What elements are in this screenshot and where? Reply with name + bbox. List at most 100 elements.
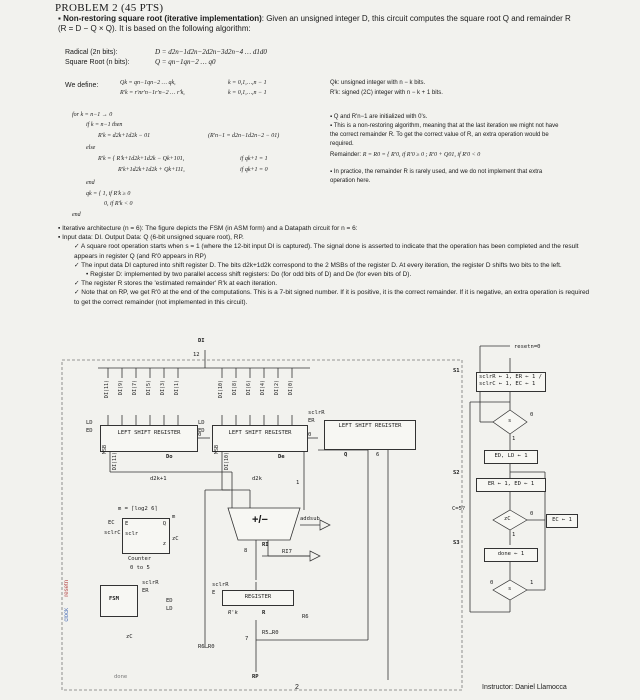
de-zero-in: 0 — [308, 432, 312, 438]
asm-s1-box2: ED, LD ← 1 — [484, 450, 538, 464]
side-bullet-3: ▪ In practice, the remainder R is rarely… — [330, 169, 543, 184]
asm-reset: resetn=0 — [514, 344, 541, 350]
desc-c1-text: A square root operation starts when s = … — [74, 243, 579, 260]
counter-sclrc-label: sclrC — [104, 530, 121, 536]
fsm-er: ER — [142, 588, 149, 594]
loop-r-a: R'k = { R'k+1d2k+1d2k − Qk+101, — [98, 156, 185, 162]
counter-q-port: Q — [162, 521, 166, 527]
asm-s1-box: sclrR ← 1, ER ← 1 / sclrC ← 1, EC ← 1 — [476, 372, 546, 392]
counter-ec-label: EC — [108, 520, 115, 526]
def-r: R'k = r'nr'n−1r'n−2 … r'k, — [120, 90, 185, 96]
def-q: Qk = qn−1qn−2 … qk, — [120, 80, 176, 86]
side-bullet-2: ▪ This is a non-restoring algorithm, mea… — [330, 123, 559, 147]
note-q: Qk: unsigned integer with n − k bits. — [330, 80, 426, 86]
sqrt-label: Square Root (n bits): — [65, 59, 130, 66]
asm-s1-dec: s — [508, 418, 512, 424]
note-r: R'k: signed (2C) integer with n − k + 1 … — [330, 90, 443, 96]
fsm-sclrr: sclrR — [142, 580, 159, 586]
problem-title: PROBLEM 2 (45 PTS) — [55, 2, 164, 14]
de-bit-8: DI(8) — [232, 380, 238, 396]
rp-label: RP — [252, 674, 259, 680]
side-bullet-2-text: This is a non-restoring algorithm, meani… — [330, 123, 559, 147]
asm-s2-box2-text: EC ← 1 — [552, 517, 572, 523]
de-ld-label: LD — [198, 420, 205, 426]
desc-c3-text: The register R stores the 'estimated rem… — [81, 280, 278, 288]
do-bit-3: DI(3) — [160, 380, 166, 396]
asm-s2-text: ER ← 1, ED ← 1 — [487, 481, 535, 487]
fsm-ed: ED — [166, 598, 173, 604]
de-label: De — [278, 454, 285, 460]
desc-b1-text: Iterative architecture (n = 6): The figu… — [62, 225, 358, 232]
q-register-label: Q — [344, 452, 348, 458]
desc-c2b-text: Register D: implemented by two parallel … — [90, 271, 412, 279]
desc-b2: ▪ Input data: DI. Output Data: Q (6-bit … — [58, 234, 244, 242]
loop-if: if k = n−1 then — [86, 122, 123, 128]
intro-bold: Non-restoring square root (iterative imp… — [63, 14, 262, 23]
asm-s2: S2 — [453, 470, 460, 476]
de-bit-0: DI(0) — [288, 380, 294, 396]
counter-name: Counter — [128, 556, 152, 562]
q-rule-a: qk = { 1, if R'k ≥ 0 — [86, 191, 131, 197]
side-bullet-1-text: Q and R'n−1 are initialized with 0's. — [333, 114, 428, 120]
asm-s3: S3 — [453, 540, 460, 546]
counter-e-port: E — [125, 521, 129, 527]
addsub-symbol: +/− — [252, 514, 268, 526]
side-bullet-3-text: In practice, the remainder R is rarely u… — [330, 169, 543, 184]
counter-zc-out: zC — [172, 536, 179, 542]
asm-s1-text: sclrR ← 1, ER ← 1 / sclrC ← 1, EC ← 1 — [479, 374, 542, 387]
asm-s3-text: done ← 1 — [497, 551, 525, 557]
page-number: 2 — [295, 684, 299, 691]
we-define-label: We define: — [65, 82, 99, 89]
remainder-expr: R = R0 = { R'0, if R'0 ≥ 0 ; R'0 + Q01, … — [362, 152, 481, 158]
q-width: 6 — [376, 452, 380, 458]
r-register-name: REGISTER — [244, 594, 272, 600]
q-rule-b: 0, if R'k < 0 — [104, 201, 133, 207]
sqrt-expr: Q = qn−1qn−2 … q0 — [155, 58, 216, 66]
intro-text: : Given an unsigned integer D, this circ… — [58, 14, 571, 33]
asm-s2-box: ER ← 1, ED ← 1 — [476, 478, 546, 492]
def-r-range: k = 0,1,…,n − 1 — [228, 90, 267, 96]
side-bullet-1: ▪ Q and R'n−1 are initialized with 0's. — [330, 114, 428, 120]
de-msb: MSB — [214, 445, 220, 455]
de-bit-10: DI(10) — [218, 380, 224, 399]
desc-c2: ✓ The input data DI captured into shift … — [74, 261, 562, 269]
fsm-resetn: resetn — [64, 580, 70, 597]
do-bit-11: DI(11) — [104, 380, 110, 399]
do-msb-out: DI(11) — [112, 452, 118, 471]
d-even-label: d2k — [252, 476, 262, 482]
side-notes: ▪ Q and R'n−1 are initialized with 0's. … — [330, 113, 560, 186]
de-bit-2: DI(2) — [274, 380, 280, 396]
fsm-zc: zC — [126, 634, 133, 640]
desc-b1: ▪ Iterative architecture (n = 6): The fi… — [58, 225, 358, 232]
fsm-box: FSM — [100, 585, 138, 617]
fsm-label: FSM — [109, 596, 119, 602]
r-width: 7 — [245, 636, 249, 642]
counter-z-port: z — [162, 541, 166, 547]
loop-r-a-cond: if qk+1 = 1 — [240, 156, 268, 162]
algorithm-end: end — [72, 212, 81, 218]
r6-label: R6 — [302, 614, 309, 620]
do-ld-label: LD — [86, 420, 93, 426]
fsm-done: done — [114, 674, 128, 680]
remainder-label: Remainder: — [330, 152, 362, 158]
asm-s3-one: 1 — [530, 580, 534, 586]
loop-r-b: R'k+1d2k+1d2k + Qk+111, — [118, 167, 185, 173]
do-bit-5: DI(5) — [146, 380, 152, 396]
intro-paragraph: ▪ Non-restoring square root (iterative i… — [58, 14, 578, 34]
loop-else: else — [86, 145, 96, 151]
de-ed-label: ED — [198, 428, 205, 434]
fsm-clock: clock — [64, 608, 70, 622]
addsub-ctrl-label: addsub — [300, 516, 320, 522]
loop-for: for k = n−1 → 0 — [72, 112, 113, 118]
de-bit-6: DI(6) — [246, 380, 252, 396]
asm-c5: C=5? — [452, 506, 466, 512]
di-label: DI — [198, 338, 205, 344]
radicand-expr: D = d2n−1d2n−2d2n−3d2n−4 … d1d0 — [155, 48, 267, 56]
rk-label: R'k — [228, 610, 238, 616]
de-shift-register: LEFT SHIFT REGISTER — [212, 425, 308, 452]
counter-range: 0 to 5 — [130, 565, 150, 571]
de-register-name: LEFT SHIFT REGISTER — [228, 430, 292, 436]
de-bit-4: DI(4) — [260, 380, 266, 396]
